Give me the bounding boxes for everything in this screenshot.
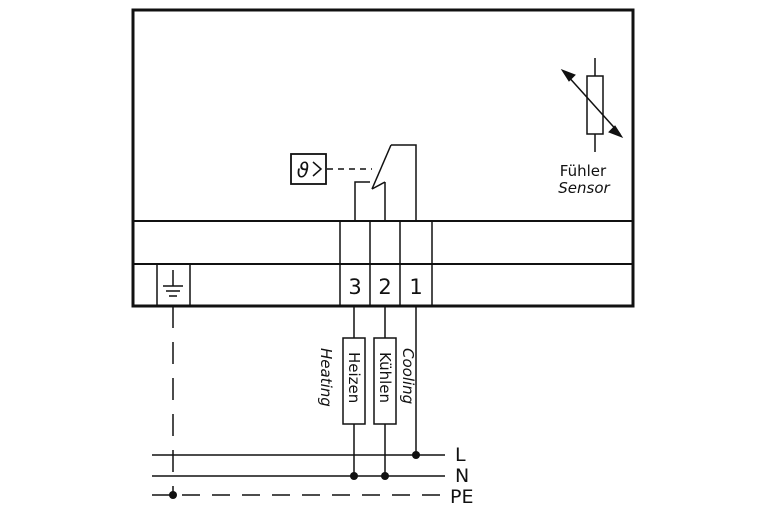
ground-terminal (156, 263, 191, 307)
terminal-1-label: 1 (409, 275, 422, 299)
line-PE-label: PE (450, 486, 473, 508)
ground-icon (163, 270, 183, 297)
line-N-label: N (455, 465, 469, 487)
line-L-label: L (455, 444, 466, 466)
heating-label-en: Heating (317, 348, 335, 407)
cooling-label-en: Cooling (399, 348, 417, 404)
sensor-label-de: Fühler (560, 162, 607, 180)
heating-label-de: Heizen (345, 352, 363, 403)
variable-resistor-icon (560, 58, 624, 152)
relay-contact (354, 144, 417, 221)
cooling-load (373, 306, 397, 476)
junction-dots (169, 451, 420, 499)
terminal-3-label: 3 (348, 275, 361, 299)
svg-text:ϑ: ϑ (297, 158, 309, 182)
device-housing (131, 8, 635, 308)
heating-load (342, 306, 366, 476)
theta-thermostat-icon: ϑ (290, 153, 327, 185)
sensor-label-en: Sensor (558, 179, 610, 197)
terminal-block (339, 221, 433, 306)
cooling-label-de: Kühlen (376, 352, 394, 403)
terminal-2-label: 2 (378, 275, 391, 299)
